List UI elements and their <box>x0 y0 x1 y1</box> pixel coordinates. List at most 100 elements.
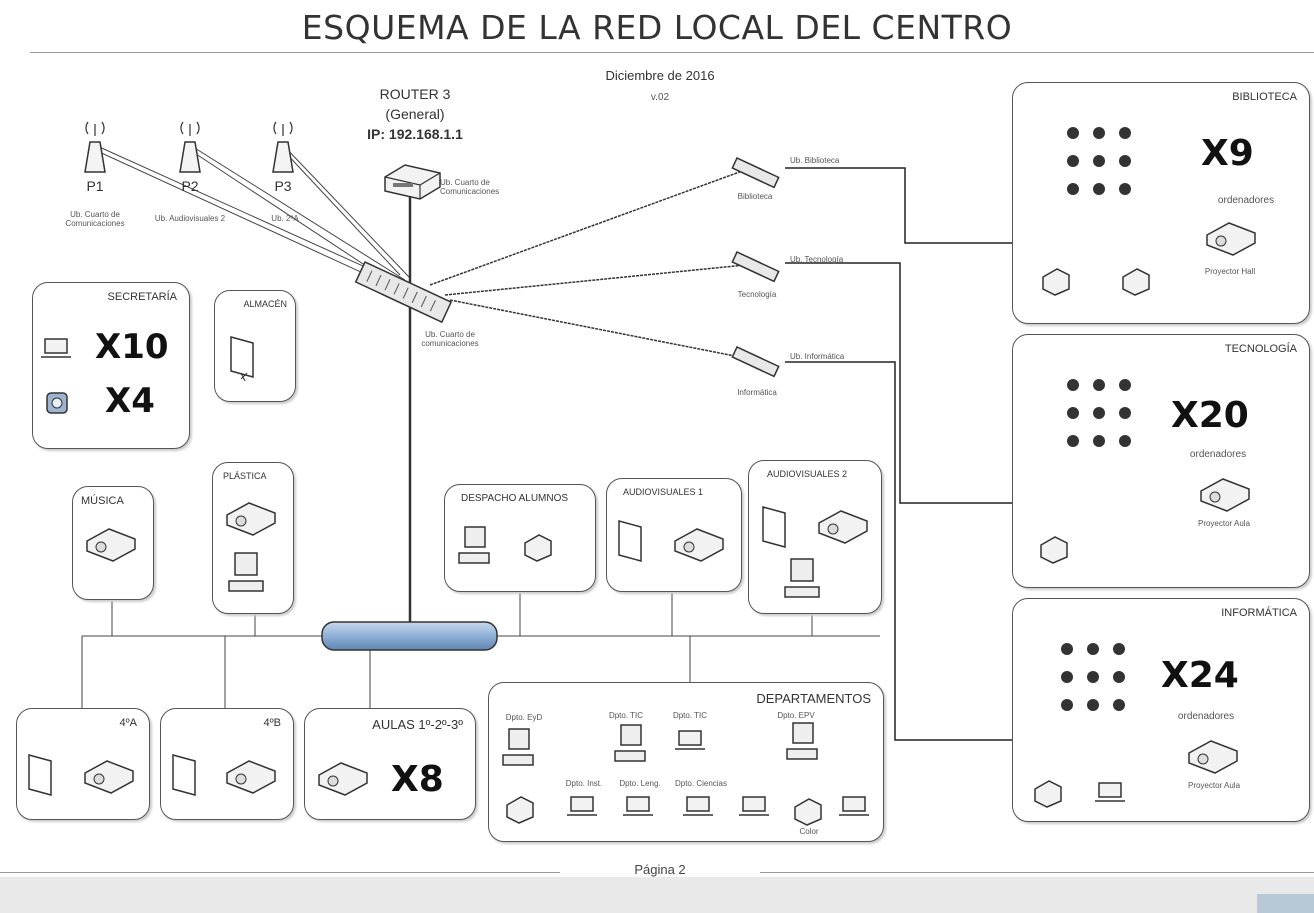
printer-icon <box>1034 780 1062 808</box>
printer-icon <box>506 796 534 824</box>
computers-cluster-icon <box>1061 643 1125 711</box>
laptop-icon <box>623 796 653 816</box>
projector-icon <box>318 762 368 796</box>
printer-icon <box>1040 536 1068 564</box>
room-musica-label: MÚSICA <box>81 495 124 507</box>
switch-biblioteca-note: Ub. Biblioteca <box>790 156 840 165</box>
router-role: (General) <box>385 106 445 122</box>
room-audiovisuales1-label: AUDIOVISUALES 1 <box>623 487 704 497</box>
desktop-computer-icon <box>228 552 264 592</box>
laptop-icon <box>41 338 71 358</box>
printer-icon <box>1122 268 1150 296</box>
whiteboard-icon <box>230 336 254 382</box>
desktop-computer-icon <box>458 526 490 564</box>
tecnologia-count: X20 <box>1171 395 1249 436</box>
room-almacen-label: ALMACÉN <box>243 299 287 309</box>
footer-corner-accent <box>1257 894 1314 913</box>
laptop-icon <box>839 796 869 816</box>
diagram-title: ESQUEMA DE LA RED LOCAL DEL CENTRO <box>301 8 1013 47</box>
dept-item: Dpto. Inst. <box>565 779 603 788</box>
room-4a: 4ºA <box>16 708 150 820</box>
whiteboard-icon <box>762 506 786 548</box>
diagram-date: Diciembre de 2016 <box>605 68 715 83</box>
central-bus <box>321 621 498 651</box>
ap-p2-name: P2 <box>181 178 199 194</box>
room-biblioteca-label: BIBLIOTECA <box>1232 91 1297 103</box>
switch-biblioteca-name: Biblioteca <box>737 192 773 201</box>
desktop-computer-icon <box>614 724 646 762</box>
biblioteca-count: X9 <box>1201 133 1254 174</box>
room-plastica-label: PLÁSTICA <box>223 471 267 481</box>
room-informatica: INFORMÁTICA X24 ordenadores Proyector Au… <box>1012 598 1310 822</box>
switch-informatica-note: Ub. Informática <box>790 352 845 361</box>
secretaria-laptop-count: X10 <box>95 327 169 367</box>
ap-p2-note: Ub. Audiovisuales 2 <box>154 214 226 223</box>
room-aulas-label: AULAS 1º-2º-3º <box>372 717 463 732</box>
printer-icon <box>524 534 552 562</box>
informatica-sub: ordenadores <box>1177 711 1235 722</box>
room-4b: 4ºB <box>160 708 294 820</box>
computers-cluster-icon <box>1067 379 1131 447</box>
room-secretaria-label: SECRETARÍA <box>107 291 177 303</box>
router-ip: IP: 192.168.1.1 <box>367 126 463 142</box>
laptop-icon <box>567 796 597 816</box>
projector-icon <box>674 528 724 562</box>
room-musica: MÚSICA <box>72 486 154 600</box>
room-audiovisuales-2: AUDIOVISUALES 2 <box>748 460 882 614</box>
projector-icon <box>818 510 868 544</box>
laptop-icon <box>675 730 705 750</box>
desktop-computer-icon <box>502 728 534 766</box>
dept-item: Dpto. TIC <box>608 711 644 720</box>
informatica-projector: Proyector Aula <box>1187 781 1241 790</box>
printer-icon <box>794 798 822 826</box>
laptop-icon <box>739 796 769 816</box>
aulas-count: X8 <box>391 759 444 800</box>
switch-tecnologia-note: Ub. Tecnología <box>790 255 844 264</box>
desktop-computer-icon <box>786 722 818 760</box>
secretaria-other-count: X4 <box>105 381 155 421</box>
room-secretaria: SECRETARÍA X10 X4 <box>32 282 190 449</box>
room-despacho-alumnos: DESPACHO ALUMNOS <box>444 484 596 592</box>
room-aulas: AULAS 1º-2º-3º X8 <box>304 708 476 820</box>
ap-p3-name: P3 <box>274 178 292 194</box>
whiteboard-icon <box>28 754 52 796</box>
room-4a-label: 4ºA <box>119 717 137 729</box>
room-biblioteca: BIBLIOTECA X9 ordenadores Proyector Hall <box>1012 82 1310 324</box>
projector-icon <box>84 760 134 794</box>
whiteboard-icon <box>618 520 642 562</box>
footer-divider-left <box>0 872 560 873</box>
desktop-computer-icon <box>784 558 820 598</box>
dept-color-label: Color <box>799 827 819 836</box>
whiteboard-icon <box>172 754 196 796</box>
ap-p1-note: Ub. Cuarto de Comunicaciones <box>65 210 125 228</box>
tecnologia-projector: Proyector Aula <box>1197 519 1251 528</box>
room-4b-label: 4ºB <box>263 717 281 729</box>
ap-p1-name: P1 <box>86 178 104 194</box>
switch-tecnologia-name: Tecnología <box>737 290 777 299</box>
dept-item: Dpto. EyD <box>505 713 543 722</box>
room-audiovisuales2-label: AUDIOVISUALES 2 <box>767 469 848 479</box>
projector-icon <box>1206 222 1256 256</box>
diagram-version: v.02 <box>650 92 670 103</box>
biblioteca-projector: Proyector Hall <box>1204 267 1256 276</box>
projector-icon <box>226 760 276 794</box>
router-name: ROUTER 3 <box>379 86 451 102</box>
dept-item: Dpto. Ciencias <box>674 779 728 788</box>
computers-cluster-icon <box>1067 127 1131 195</box>
title-divider <box>30 52 1314 53</box>
router-location-note: Ub. Cuarto de Comunicaciones <box>440 178 500 196</box>
room-plastica: PLÁSTICA <box>212 462 294 614</box>
projector-icon <box>1188 740 1238 774</box>
tecnologia-sub: ordenadores <box>1189 449 1247 460</box>
dept-item: Dpto. TIC <box>672 711 708 720</box>
footer-band <box>0 877 1314 913</box>
laptop-icon <box>683 796 713 816</box>
ap-p3-note: Ub. 2ºA <box>271 214 299 223</box>
projector-icon <box>1200 478 1250 512</box>
printer-icon <box>1042 268 1070 296</box>
biblioteca-sub: ordenadores <box>1217 195 1275 206</box>
room-departamentos-label: DEPARTAMENTOS <box>756 691 871 706</box>
room-almacen: ALMACÉN <box>214 290 296 402</box>
room-despacho-label: DESPACHO ALUMNOS <box>461 493 569 504</box>
switch-location-note: Ub. Cuarto de comunicaciones <box>421 330 479 348</box>
